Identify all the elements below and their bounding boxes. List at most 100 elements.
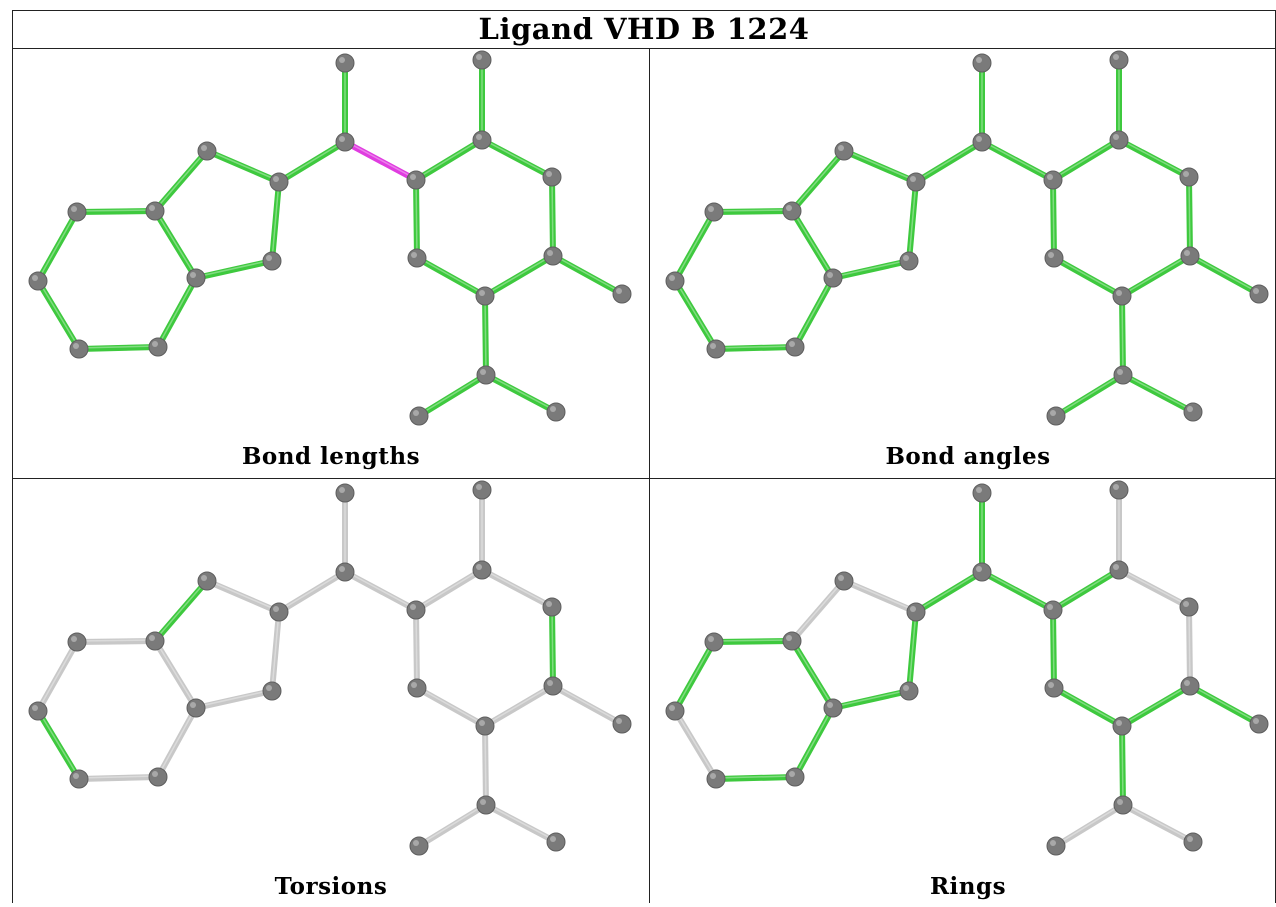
atom-5 <box>706 769 726 789</box>
molecule-bond-angles <box>665 50 1269 426</box>
bond-13 <box>413 567 485 613</box>
bond-highlight-8 <box>271 180 280 261</box>
atom-shine-11 <box>1047 174 1053 180</box>
atom-shine-7 <box>910 176 916 182</box>
atom-10 <box>335 53 355 73</box>
caption-bond-angles: Bond angles <box>885 443 1051 470</box>
atom-shine-15 <box>1184 680 1190 686</box>
panel-torsions: Torsions <box>13 479 649 907</box>
bond-highlight-4 <box>715 775 796 779</box>
atom-shine-1 <box>708 636 714 642</box>
atom-shine-13 <box>476 484 482 490</box>
atom-4 <box>785 337 805 357</box>
atom-1 <box>704 202 724 222</box>
atom-21 <box>1183 402 1203 422</box>
caption-rings: Rings <box>929 873 1007 900</box>
bond-0 <box>35 639 80 714</box>
atom-21 <box>546 832 566 852</box>
atom-17 <box>475 716 495 736</box>
bond-4 <box>76 344 161 352</box>
bond-22 <box>416 802 489 849</box>
bond-23 <box>1120 802 1196 845</box>
bond-highlight-21 <box>1121 294 1124 375</box>
atom-14 <box>542 597 562 617</box>
bond-15 <box>479 137 555 180</box>
atom-shine-1 <box>708 206 714 212</box>
atom-9 <box>972 132 992 152</box>
atom-20 <box>1046 836 1066 856</box>
atom-3 <box>186 698 206 718</box>
bond-16 <box>549 604 556 689</box>
atom-shine-20 <box>413 840 419 846</box>
bond-highlight-3 <box>157 276 197 347</box>
atom-19 <box>476 365 496 385</box>
atom-shine-11 <box>410 604 416 610</box>
atom-18 <box>1044 248 1064 268</box>
atom-shine-19 <box>1117 369 1123 375</box>
bond-9 <box>830 258 912 281</box>
atom-3 <box>186 268 206 288</box>
bond-5 <box>35 278 82 352</box>
atom-shine-4 <box>152 341 158 347</box>
bond-highlight-2 <box>791 209 834 278</box>
bond-6 <box>152 148 210 214</box>
atom-4 <box>148 337 168 357</box>
bond-7 <box>204 578 282 615</box>
atom-9 <box>972 562 992 582</box>
bond-17 <box>550 253 625 297</box>
bond-9 <box>830 688 912 711</box>
bond-3 <box>155 705 199 780</box>
bond-highlight-10 <box>278 570 346 612</box>
bond-20 <box>1050 607 1057 691</box>
bond-highlight-22 <box>418 373 487 416</box>
bond-4 <box>76 774 161 782</box>
bond-highlight-10 <box>278 140 346 182</box>
atom-13 <box>472 50 492 70</box>
atom-shine-0 <box>669 275 675 281</box>
atom-shine-4 <box>789 341 795 347</box>
bond-highlight-22 <box>418 803 487 846</box>
bond-10 <box>913 139 985 185</box>
bond-highlight-16 <box>1188 175 1191 256</box>
atom-shine-6 <box>838 145 844 151</box>
bond-highlight-12 <box>344 140 417 180</box>
bond-highlight-0 <box>37 640 78 711</box>
atom-16 <box>612 714 632 734</box>
atom-shine-16 <box>616 718 622 724</box>
bond-19 <box>1051 685 1125 729</box>
atom-7 <box>906 602 926 622</box>
bond-highlight-0 <box>674 640 715 711</box>
bond-18 <box>482 683 556 729</box>
bond-highlight-20 <box>1052 178 1055 258</box>
atom-shine-17 <box>1116 720 1122 726</box>
atom-6 <box>834 571 854 591</box>
atom-shine-15 <box>547 680 553 686</box>
atom-shine-13 <box>1113 54 1119 60</box>
atom-19 <box>1113 795 1133 815</box>
bond-highlight-15 <box>481 138 553 177</box>
bond-highlight-20 <box>415 178 418 258</box>
figure-title: Ligand VHD B 1224 <box>478 12 810 46</box>
bond-highlight-5 <box>37 279 80 349</box>
atom-shine-18 <box>1048 682 1054 688</box>
atom-19 <box>1113 365 1133 385</box>
bond-8 <box>269 179 282 264</box>
bond-8 <box>906 179 919 264</box>
bond-0 <box>672 209 717 284</box>
bond-8 <box>269 609 282 694</box>
atom-17 <box>1112 286 1132 306</box>
bond-2 <box>152 208 199 281</box>
atom-2 <box>145 631 165 651</box>
atom-10 <box>972 483 992 503</box>
atom-3 <box>823 268 843 288</box>
atom-shine-6 <box>201 145 207 151</box>
bond-highlight-15 <box>1118 138 1190 177</box>
bond-5 <box>35 708 82 782</box>
atom-19 <box>476 795 496 815</box>
bond-5 <box>672 708 719 782</box>
atom-shine-7 <box>273 606 279 612</box>
atom-shine-8 <box>903 255 909 261</box>
bond-15 <box>1116 567 1192 610</box>
bond-20 <box>1050 177 1057 261</box>
atom-shine-17 <box>479 720 485 726</box>
